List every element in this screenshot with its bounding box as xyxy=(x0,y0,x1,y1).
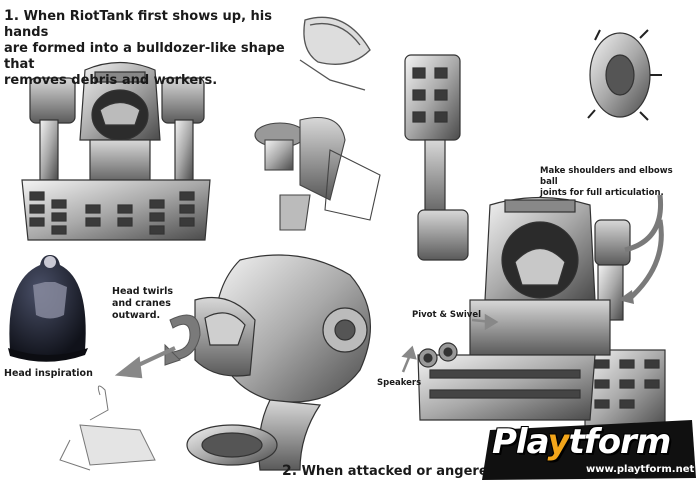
attacked-number: 2. xyxy=(282,463,298,479)
speakers-label: Speakers xyxy=(377,378,422,388)
head-twirls-note: Head twirls and cranes outward. xyxy=(112,286,173,322)
intro-line-1: When RiotTank first shows up, his hands xyxy=(4,9,272,40)
brand-part-1: Pla xyxy=(492,422,548,462)
head-twirls-line-2: and cranes xyxy=(112,298,171,309)
intro-number: 1. xyxy=(4,8,20,24)
watermark-brand: Playtform xyxy=(492,422,672,462)
robot-bulldozer-sketch xyxy=(21,61,211,241)
arrowhead-shoulders xyxy=(618,290,634,304)
curved-arrow-shoulders xyxy=(624,194,664,302)
head-inspiration-label: Head inspiration xyxy=(4,368,93,379)
intro-line-2: are formed into a bulldozer-like shape t… xyxy=(4,41,285,72)
watermark-url: www.playtform.net xyxy=(586,464,695,475)
spiked-fist-sketch xyxy=(587,29,662,121)
small-robot-sketch xyxy=(59,385,156,471)
pivot-swivel-label: Pivot & Swivel xyxy=(412,310,482,320)
head-twirls-line-1: Head twirls xyxy=(112,286,174,297)
shoulders-note: Make shoulders and elbows ball joints fo… xyxy=(540,166,690,199)
attacked-note: 2. When attacked or angered, xyxy=(282,463,502,480)
pointer-arrow-pivot xyxy=(471,313,499,331)
intro-note: 1. When RiotTank first shows up, his han… xyxy=(4,8,304,89)
claw-sketch xyxy=(299,16,371,91)
watermark-badge xyxy=(482,420,696,480)
arm-pose-sketch xyxy=(254,116,381,231)
helmet-photo xyxy=(8,255,88,362)
pointer-arrow-speakers xyxy=(401,345,417,373)
brand-part-2: y xyxy=(547,422,569,462)
robot-articulated-sketch xyxy=(404,54,666,431)
pointer-arrow-left xyxy=(114,346,176,379)
intro-line-3: removes debris and workers. xyxy=(4,73,218,88)
shoulders-line-2: joints for full articulation. xyxy=(540,188,664,198)
attacked-text: When attacked or angered, xyxy=(301,464,502,479)
shoulders-line-1: Make shoulders and elbows ball xyxy=(540,166,673,187)
robot-head-cranes-sketch xyxy=(186,254,371,471)
playtform-watermark: Playtform www.playtform.net xyxy=(482,420,700,480)
head-twirls-line-3: outward. xyxy=(112,310,161,321)
brand-part-3: tform xyxy=(568,422,672,462)
